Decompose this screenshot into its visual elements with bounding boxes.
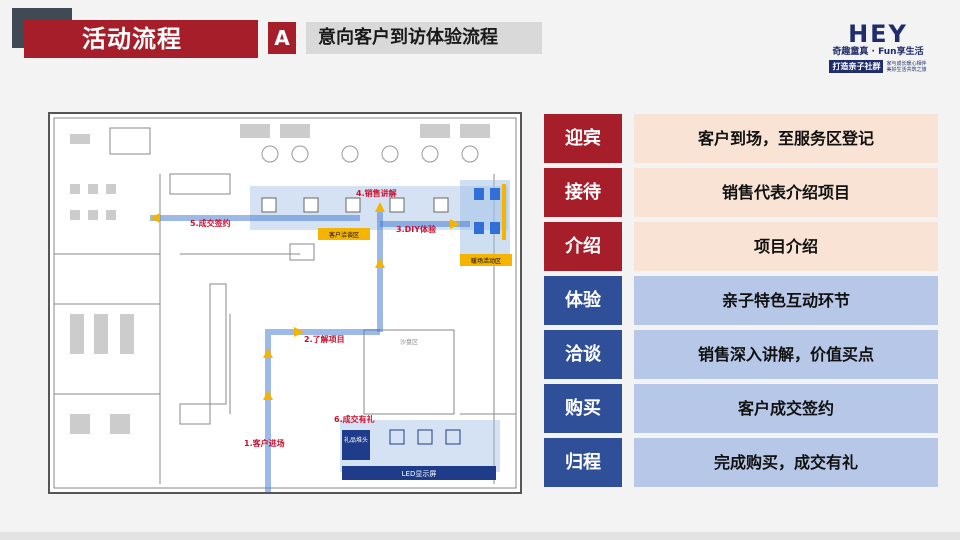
sand-table-label: 沙盘区: [400, 338, 418, 346]
negotiation-zone-label: 客户洽谈区: [329, 231, 359, 239]
led-screen-label: LED显示屏: [402, 470, 437, 478]
negotiation-zone-tag: [318, 228, 370, 240]
gift-pile-label: 礼品堆头: [344, 436, 368, 444]
activity-zone-edge: [502, 184, 506, 240]
diy-stations: [474, 188, 500, 234]
gift-pile: [342, 430, 370, 460]
logo-slogan-1: 家与成长暖心相伴: [886, 60, 927, 67]
flow-arrows: [150, 202, 460, 400]
process-desc: 销售深入讲解，价值买点: [634, 330, 938, 379]
floor-plan: 客户洽谈区 暖场活动区 沙盘区 礼品堆头 LED显示屏: [48, 112, 522, 494]
display-frames: [389, 429, 461, 445]
furniture: [70, 124, 490, 434]
step-6-label: 6.成交有礼: [334, 414, 375, 424]
process-row-6: 购买 客户成交签约: [544, 384, 938, 433]
step-3-label: 3.DIY体验: [396, 224, 437, 234]
activity-zone-label: 暖场活动区: [471, 257, 501, 265]
process-desc: 客户成交签约: [634, 384, 938, 433]
process-row-5: 洽谈 销售深入讲解，价值买点: [544, 330, 938, 379]
process-desc: 亲子特色互动环节: [634, 276, 938, 325]
process-stage: 迎宾: [544, 114, 622, 163]
step-4-label: 4.销售讲解: [356, 188, 397, 198]
process-desc: 销售代表介绍项目: [634, 168, 938, 217]
section-subtitle: 意向客户到访体验流程: [306, 22, 542, 54]
negotiation-tables: [261, 197, 449, 213]
section-letter-badge: A: [268, 22, 296, 54]
page-title: 活动流程: [24, 20, 258, 58]
step-1-label: 1.客户进场: [244, 438, 285, 448]
process-stage: 洽谈: [544, 330, 622, 379]
process-desc: 项目介绍: [634, 222, 938, 271]
led-screen: [342, 466, 496, 480]
seating-area: [261, 145, 479, 163]
logo-tagline: 奇趣童真 · Fun享生活: [832, 47, 924, 57]
walls: [53, 117, 517, 489]
brand-logo: HEY 奇趣童真 · Fun享生活 打造亲子社群 家与成长暖心相伴 美好生活共筑…: [822, 22, 934, 82]
footer-band: [0, 532, 960, 540]
floor-plan-drawing: 客户洽谈区 暖场活动区 沙盘区 礼品堆头 LED显示屏: [53, 117, 517, 492]
step-2-label: 2.了解项目: [304, 334, 345, 344]
process-stage: 介绍: [544, 222, 622, 271]
process-row-1: 迎宾 客户到场，至服务区登记: [544, 114, 938, 163]
logo-slogan-2: 美好生活共筑之旅: [886, 66, 927, 73]
process-row-7: 归程 完成购买，成交有礼: [544, 438, 938, 487]
process-stage: 体验: [544, 276, 622, 325]
process-desc: 完成购买，成交有礼: [634, 438, 938, 487]
process-desc: 客户到场，至服务区登记: [634, 114, 938, 163]
logo-badge: 打造亲子社群: [829, 60, 884, 73]
process-row-4: 体验 亲子特色互动环节: [544, 276, 938, 325]
step-5-label: 5.成交签约: [190, 218, 231, 228]
logo-wordmark: HEY: [848, 20, 908, 48]
process-row-2: 接待 销售代表介绍项目: [544, 168, 938, 217]
process-stage: 接待: [544, 168, 622, 217]
activity-zone-tag: [460, 254, 512, 266]
process-row-3: 介绍 项目介绍: [544, 222, 938, 271]
process-stage: 归程: [544, 438, 622, 487]
process-stage: 购买: [544, 384, 622, 433]
